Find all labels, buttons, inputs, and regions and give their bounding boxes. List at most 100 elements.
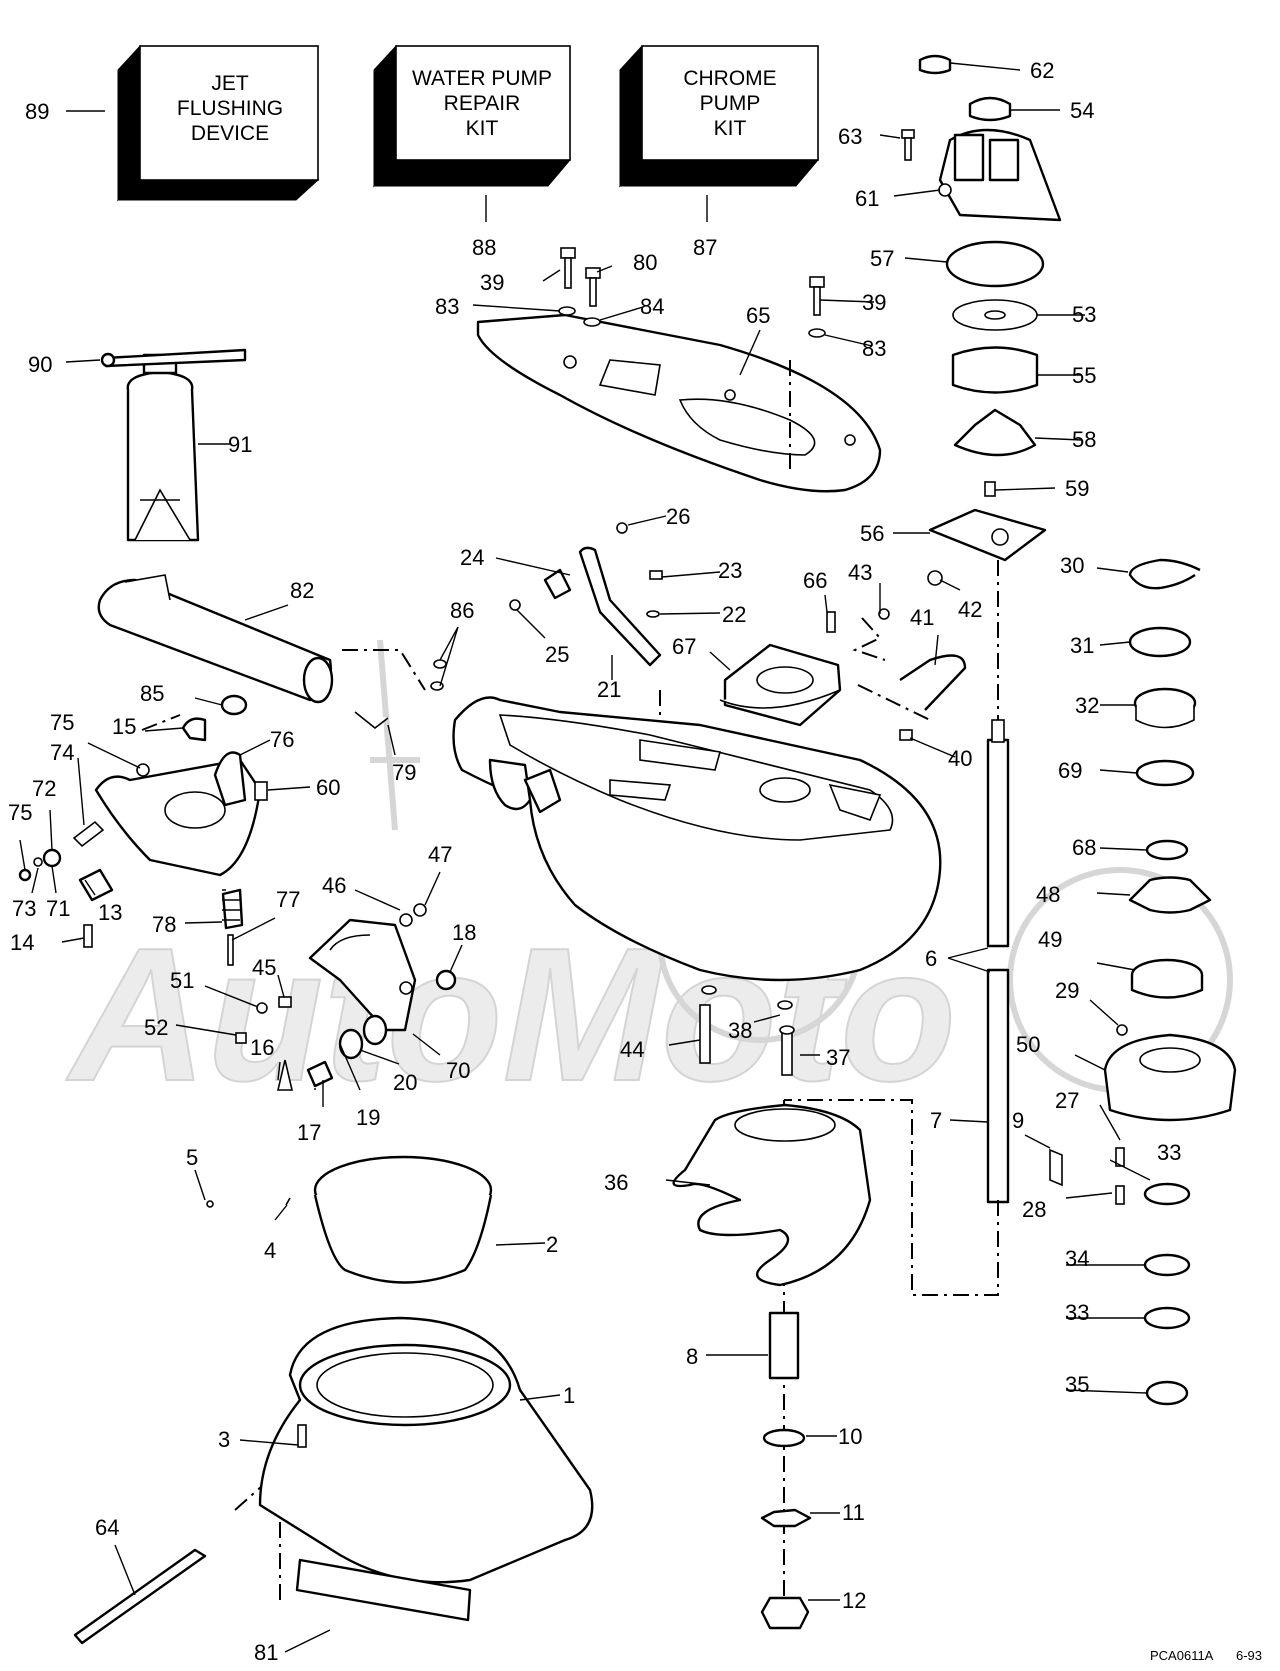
- label-20: 20: [393, 1070, 417, 1095]
- label-2: 2: [546, 1232, 558, 1257]
- label-22: 22: [722, 602, 746, 627]
- label-47: 47: [428, 842, 452, 867]
- label-6: 6: [925, 946, 937, 971]
- flushing-device: [100, 348, 247, 542]
- label-15: 15: [112, 714, 136, 739]
- label-88: 88: [472, 235, 496, 260]
- label-79: 79: [392, 760, 416, 785]
- leader-lines: [19, 62, 1151, 1653]
- label-66: 66: [803, 568, 827, 593]
- label-57: 57: [870, 246, 894, 271]
- label-24: 24: [460, 545, 484, 570]
- label-35: 35: [1065, 1372, 1089, 1397]
- label-34: 34: [1065, 1246, 1089, 1271]
- label-85: 85: [140, 681, 164, 706]
- label-13: 13: [98, 900, 122, 925]
- label-33b: 33: [1065, 1300, 1089, 1325]
- label-75b: 75: [8, 800, 32, 825]
- label-61: 61: [855, 186, 879, 211]
- label-9: 9: [1012, 1108, 1024, 1133]
- label-16: 16: [250, 1035, 274, 1060]
- label-45: 45: [252, 955, 276, 980]
- diagram-date: 6-93: [1236, 1648, 1262, 1663]
- rod-64: [73, 1548, 207, 1645]
- steering-bracket-parts: [18, 659, 457, 1091]
- kit-water-line-2: REPAIR: [444, 92, 521, 115]
- label-49: 49: [1038, 927, 1062, 952]
- label-65: 65: [746, 303, 770, 328]
- label-36: 36: [604, 1170, 628, 1195]
- label-90: 90: [28, 352, 52, 377]
- label-64: 64: [95, 1515, 119, 1540]
- kit-box-chrome-pump-kit: CHROME PUMP KIT: [618, 44, 820, 188]
- label-75a: 75: [50, 710, 74, 735]
- diagram-code: PCA0611A: [1150, 1648, 1214, 1663]
- kit-jet-line-1: JET: [211, 72, 249, 95]
- part-number-labels: 89 88 87 62 54 63 61 57 53 55 58 59 56 3…: [8, 58, 1262, 1665]
- drive-shaft: [986, 719, 1010, 1204]
- label-38: 38: [728, 1018, 752, 1043]
- label-10: 10: [838, 1424, 862, 1449]
- label-46: 46: [322, 873, 346, 898]
- label-78: 78: [152, 912, 176, 937]
- label-87: 87: [693, 235, 717, 260]
- label-63: 63: [838, 124, 862, 149]
- label-29: 29: [1055, 978, 1079, 1003]
- label-71: 71: [46, 896, 70, 921]
- label-76: 76: [270, 727, 294, 752]
- label-83b: 83: [862, 336, 886, 361]
- label-72: 72: [32, 776, 56, 801]
- label-4: 4: [264, 1238, 276, 1263]
- label-7: 7: [930, 1108, 942, 1133]
- pump-housing-parts: [901, 54, 1062, 562]
- label-42: 42: [958, 597, 982, 622]
- label-89: 89: [25, 99, 49, 124]
- label-91: 91: [228, 432, 252, 457]
- label-18: 18: [452, 920, 476, 945]
- kit-box-water-pump-repair-kit: WATER PUMP REPAIR KIT: [372, 44, 572, 188]
- top-bolts: [558, 247, 826, 338]
- label-54: 54: [1070, 98, 1094, 123]
- label-14: 14: [10, 930, 34, 955]
- kit-chrome-line-1: CHROME: [683, 67, 776, 90]
- label-12: 12: [842, 1588, 866, 1613]
- label-70: 70: [446, 1058, 470, 1083]
- label-51: 51: [170, 968, 194, 993]
- label-30: 30: [1060, 553, 1084, 578]
- kit-jet-line-2: FLUSHING: [177, 97, 283, 120]
- label-19: 19: [356, 1105, 380, 1130]
- kit-water-line-1: WATER PUMP: [412, 67, 552, 90]
- label-77: 77: [276, 887, 300, 912]
- label-83a: 83: [435, 294, 459, 319]
- kit-water-line-3: KIT: [466, 117, 499, 140]
- label-21: 21: [597, 677, 621, 702]
- top-plate-65: [476, 313, 882, 493]
- label-58: 58: [1072, 427, 1096, 452]
- label-52: 52: [144, 1015, 168, 1040]
- label-80: 80: [633, 250, 657, 275]
- label-31: 31: [1070, 633, 1094, 658]
- pipe-82: [97, 574, 334, 704]
- label-39a: 39: [480, 270, 504, 295]
- label-74: 74: [50, 740, 74, 765]
- label-17: 17: [297, 1120, 321, 1145]
- label-5: 5: [186, 1145, 198, 1170]
- label-25: 25: [545, 642, 569, 667]
- label-68: 68: [1072, 835, 1096, 860]
- label-3: 3: [218, 1427, 230, 1452]
- kit-box-jet-flushing-device: JET FLUSHING DEVICE: [116, 44, 320, 202]
- label-73: 73: [12, 896, 36, 921]
- label-8: 8: [686, 1344, 698, 1369]
- label-41: 41: [910, 605, 934, 630]
- label-44: 44: [620, 1037, 644, 1062]
- label-1: 1: [563, 1383, 575, 1408]
- kit-jet-line-3: DEVICE: [191, 122, 269, 145]
- impeller-36: [672, 985, 872, 1287]
- label-37: 37: [826, 1045, 850, 1070]
- label-43: 43: [848, 560, 872, 585]
- intake-housing-1: [258, 1316, 594, 1622]
- seal-stack: [1049, 558, 1237, 1406]
- label-26: 26: [666, 504, 690, 529]
- label-69: 69: [1058, 758, 1082, 783]
